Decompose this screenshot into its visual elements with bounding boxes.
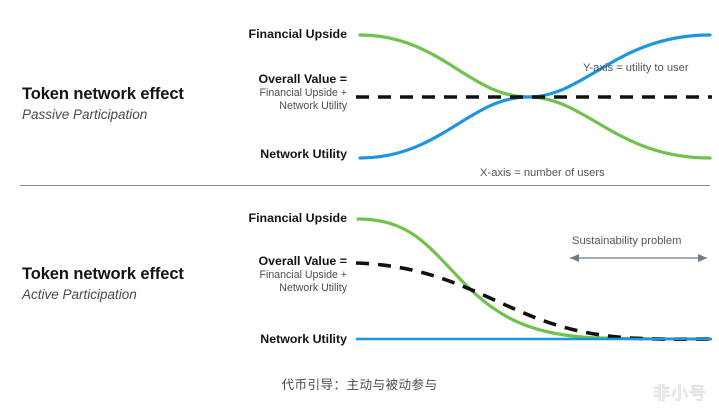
panel-passive-participation: Token network effect Passive Participati… (0, 0, 719, 186)
legend-overall-value-line2-active: Financial Upside + (259, 269, 347, 281)
panel-title-block-active: Token network effect Active Participatio… (22, 264, 184, 304)
legend-label-network-utility-passive: Network Utility (260, 147, 347, 161)
series-line-overall-value-active (355, 261, 713, 342)
annotation-y-axis: Y-axis = utility to user (583, 62, 689, 74)
legend-label-overall-value-passive: Overall Value = Financial Upside + Netwo… (258, 72, 347, 113)
panel-divider (20, 185, 710, 186)
legend-overall-value-line3-passive: Network Utility (279, 100, 347, 112)
page-subtitle-passive: Passive Participation (22, 107, 148, 122)
annotation-sustainability-problem: Sustainability problem (572, 235, 682, 247)
chart-passive-participation (350, 0, 719, 186)
legend-overall-value-line1-active: Overall Value = (258, 254, 347, 268)
legend-overall-value-line3-active: Network Utility (279, 282, 347, 294)
panel-title-block-passive: Token network effect Passive Participati… (22, 84, 184, 124)
legend-overall-value-line1-passive: Overall Value = (258, 72, 347, 86)
watermark-logo: 非小号 (653, 384, 707, 403)
page-subtitle-active: Active Participation (22, 287, 137, 302)
page-title-active: Token network effect (22, 265, 184, 283)
sustainability-problem-arrow (570, 254, 707, 262)
legend-overall-value-line2-passive: Financial Upside + (259, 87, 347, 99)
legend-label-network-utility-active: Network Utility (260, 332, 347, 346)
chart-active-participation (350, 186, 719, 410)
legend-label-overall-value-active: Overall Value = Financial Upside + Netwo… (258, 254, 347, 295)
slide-caption: 代币引导：主动与被动参与 (281, 378, 438, 392)
series-line-network-utility-passive (358, 33, 712, 160)
page-title-passive: Token network effect (22, 85, 184, 103)
legend-label-financial-upside-passive: Financial Upside (248, 27, 347, 41)
legend-label-financial-upside-active: Financial Upside (248, 211, 347, 225)
annotation-x-axis: X-axis = number of users (480, 167, 605, 179)
